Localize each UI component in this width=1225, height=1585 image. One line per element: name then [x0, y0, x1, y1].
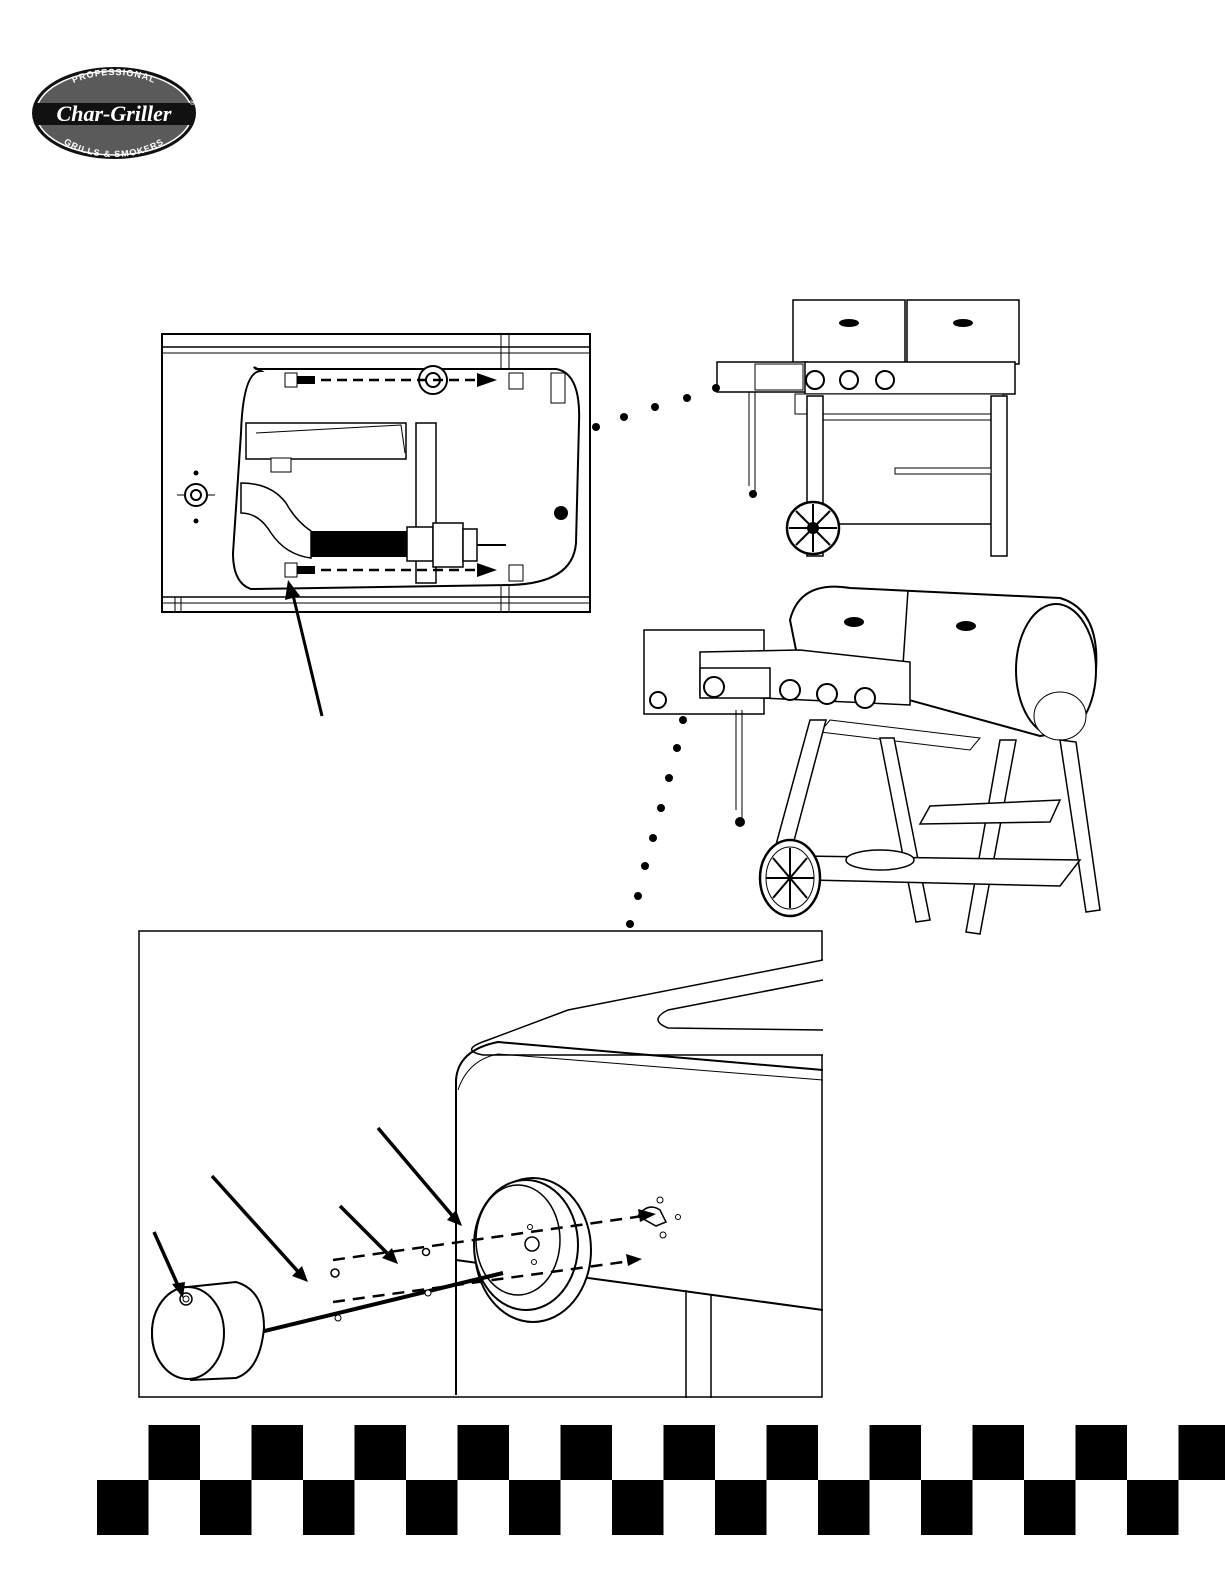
grill-front-view — [715, 296, 1035, 564]
checker-square — [1076, 1425, 1128, 1480]
checker-square — [97, 1480, 149, 1535]
checker-square — [870, 1425, 922, 1480]
checker-square — [200, 1480, 252, 1535]
checker-square — [561, 1425, 613, 1480]
checker-square — [252, 1425, 304, 1480]
checker-square — [973, 1425, 1025, 1480]
knob-assembly-detail — [138, 930, 823, 1398]
checker-square — [921, 1480, 973, 1535]
checker-square — [1179, 1425, 1225, 1480]
checker-square — [149, 1425, 201, 1480]
checker-square — [458, 1425, 510, 1480]
checker-square — [355, 1425, 407, 1480]
checker-square — [509, 1480, 561, 1535]
checker-square — [612, 1480, 664, 1535]
checker-square — [818, 1480, 870, 1535]
checker-square — [715, 1480, 767, 1535]
checker-square — [1024, 1480, 1076, 1535]
checker-square — [303, 1480, 355, 1535]
checker-square — [406, 1480, 458, 1535]
checkerboard-footer — [0, 1425, 1225, 1535]
checker-square — [767, 1425, 819, 1480]
checker-square — [664, 1425, 716, 1480]
grill-perspective-view — [640, 560, 1120, 950]
checker-square — [1127, 1480, 1179, 1535]
